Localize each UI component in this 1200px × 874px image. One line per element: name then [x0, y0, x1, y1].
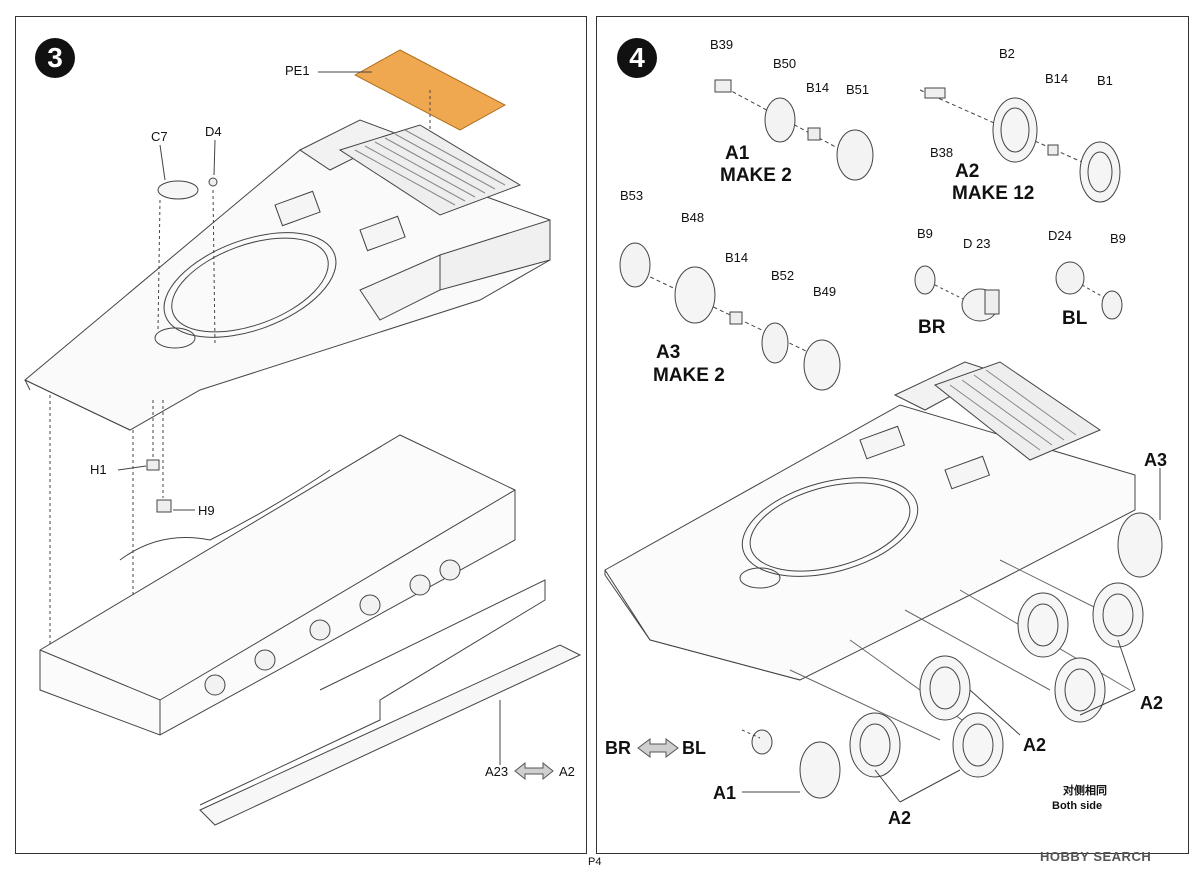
br-exploded-drawing: [914, 265, 1000, 322]
label-pe1: PE1: [285, 63, 310, 78]
watermark-logo: HOBBY SEARCH: [1040, 849, 1152, 864]
bl-exploded-drawing: [1055, 261, 1123, 320]
a1-exploded-drawing: [714, 79, 874, 181]
br-group-title: BR: [918, 317, 946, 338]
a1-group-title: A1: [725, 143, 750, 164]
label-h1: H1: [90, 462, 107, 477]
a3-sprocket-assembled: [1117, 512, 1163, 578]
bl-group-title: BL: [1062, 308, 1088, 329]
bl-part-assembled: [751, 729, 773, 755]
label-a2-step3: A2: [559, 764, 575, 779]
callout-a2-right: A2: [1140, 693, 1164, 713]
callout-a2-mid: A2: [1023, 735, 1047, 755]
label-b53: B53: [620, 188, 644, 203]
note-both-side-en: Both side: [1052, 800, 1103, 812]
label-b9-br: B9: [917, 226, 933, 241]
label-b9-bl: B9: [1110, 231, 1126, 246]
step-3-number: 3: [35, 38, 75, 78]
h9-part: [156, 499, 172, 513]
label-h9: H9: [198, 503, 215, 518]
page-number: P4: [588, 856, 602, 868]
label-b52: B52: [771, 268, 795, 283]
a3-group-make: MAKE 2: [653, 365, 725, 386]
label-c7: C7: [151, 129, 168, 144]
step-4-number: 4: [617, 38, 657, 78]
a3-exploded-drawing: [619, 242, 841, 391]
label-b14-a3: B14: [725, 250, 749, 265]
a23-a2-swap-arrow: [514, 761, 554, 781]
a2-exploded-drawing: [919, 87, 1121, 203]
br-bl-swap-arrow: [637, 738, 679, 758]
a1-idler-assembled: [799, 741, 841, 799]
a3-group-title: A3: [656, 342, 681, 363]
callout-bl: BL: [682, 738, 706, 758]
label-b38: B38: [930, 145, 954, 160]
d4-part: [208, 177, 218, 187]
note-both-side-cn: 对侧相同: [1063, 785, 1107, 797]
a23-plate: [199, 644, 582, 826]
label-b50: B50: [773, 56, 797, 71]
label-d4: D4: [205, 124, 222, 139]
hull-assembly-drawing: [604, 361, 1136, 681]
label-b39: B39: [710, 37, 734, 52]
callout-a3: A3: [1144, 450, 1168, 470]
a1-group-make: MAKE 2: [720, 165, 792, 186]
label-b14-a2: B14: [1045, 71, 1069, 86]
label-d23: D 23: [963, 236, 991, 251]
label-b51: B51: [846, 82, 870, 97]
label-d24: D24: [1048, 228, 1072, 243]
a2-group-title: A2: [955, 161, 980, 182]
c7-part: [157, 180, 199, 200]
road-wheels-assembled: [849, 582, 1144, 778]
callout-br: BR: [605, 738, 631, 758]
label-b49: B49: [813, 284, 837, 299]
h1-part: [146, 459, 160, 471]
label-a23: A23: [485, 764, 509, 779]
label-b1: B1: [1097, 73, 1113, 88]
upper-hull-drawing: [24, 119, 551, 431]
callout-a1: A1: [713, 783, 737, 803]
label-b2: B2: [999, 46, 1015, 61]
a2-group-make: MAKE 12: [952, 183, 1035, 204]
callout-a2-bottom: A2: [888, 808, 912, 828]
label-b48: B48: [681, 210, 705, 225]
label-b14-a1: B14: [806, 80, 830, 95]
lower-hull-drawing: [39, 434, 516, 736]
